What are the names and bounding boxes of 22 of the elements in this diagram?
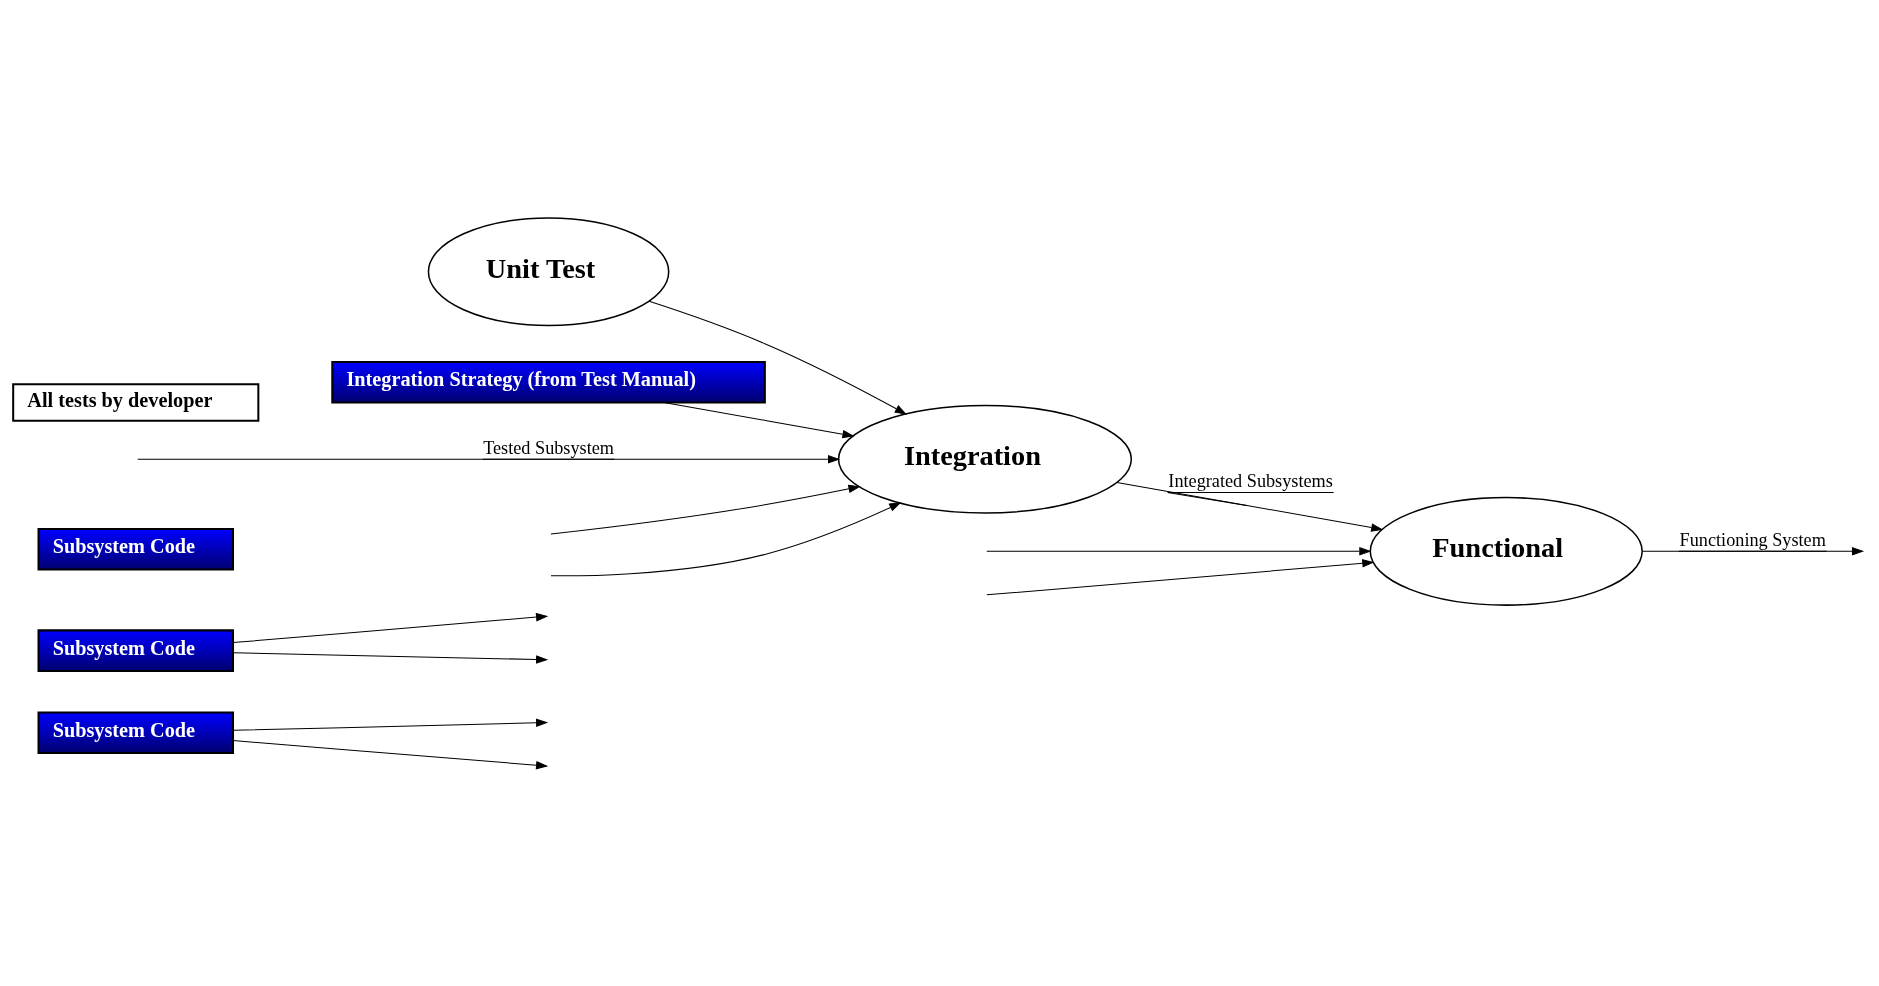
arrow <box>232 718 548 731</box>
edge-label: Functioning System <box>1679 529 1826 550</box>
arrow <box>985 547 1371 556</box>
node-box: Subsystem Code <box>37 629 234 672</box>
edge-label: Integrated Subsystems <box>1167 470 1333 491</box>
arrow <box>136 454 840 464</box>
edge-label: Tested Subsystem <box>482 437 614 458</box>
arrow <box>1115 481 1383 532</box>
node-ellipse: Unit Test <box>427 217 669 327</box>
node-box: Subsystem Code <box>37 711 234 754</box>
node-box: Subsystem Code <box>37 528 234 571</box>
arrow <box>232 612 548 644</box>
arrow <box>232 652 548 664</box>
arrow <box>662 401 855 439</box>
node-box: All tests by developer <box>11 383 259 422</box>
node-box: Integration Strategy (from Test Manual) <box>330 360 766 404</box>
arrow <box>1641 547 1864 556</box>
arrow <box>549 484 861 535</box>
arrow <box>648 300 907 415</box>
arrow <box>232 740 548 770</box>
arrow <box>549 502 901 577</box>
arrow <box>985 559 1374 596</box>
